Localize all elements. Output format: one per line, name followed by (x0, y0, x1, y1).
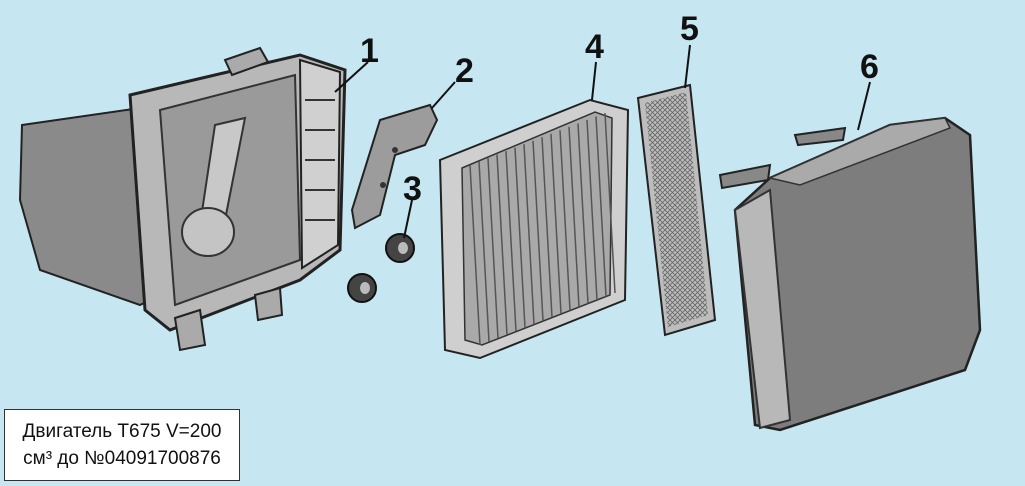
part-4-paper-filter (438, 98, 630, 360)
part-2-bracket (350, 103, 439, 230)
part-1-filter-base (18, 46, 347, 352)
filter-pleat (496, 154, 508, 335)
filter-pleat (478, 161, 490, 342)
filter-pleat (523, 144, 535, 325)
part-number-1: 1 (360, 32, 379, 70)
part-number-4: 4 (585, 28, 604, 66)
filter-pleat (469, 164, 481, 346)
filter-pleat (586, 119, 598, 300)
part-number-5: 5 (680, 10, 699, 48)
filter-pleat (577, 123, 589, 304)
engine-caption-box: Двигатель Т675 V=200 см³ до №04091700876 (4, 409, 240, 481)
filter-pleat (568, 126, 580, 307)
filter-pleat (595, 116, 607, 297)
part-5-pre-filter (636, 83, 717, 337)
part-number-6: 6 (860, 48, 879, 86)
filter-pleat (505, 151, 517, 332)
caption-line-1: Двигатель Т675 V=200 (22, 421, 222, 442)
part-6-cover (718, 116, 982, 432)
filter-pleat (604, 112, 616, 294)
filter-pleat (532, 140, 544, 321)
filter-pleat (550, 133, 562, 314)
leader-lines (334, 44, 871, 239)
filter-pleat (559, 130, 571, 311)
caption-line-2: см³ до №04091700876 (23, 448, 221, 469)
part-3-nuts (347, 233, 415, 303)
filter-pleat (541, 137, 553, 318)
part-number-2: 2 (455, 52, 474, 90)
filter-pleat (514, 147, 526, 328)
filter-pleat (487, 158, 499, 339)
part-number-3: 3 (403, 170, 422, 208)
